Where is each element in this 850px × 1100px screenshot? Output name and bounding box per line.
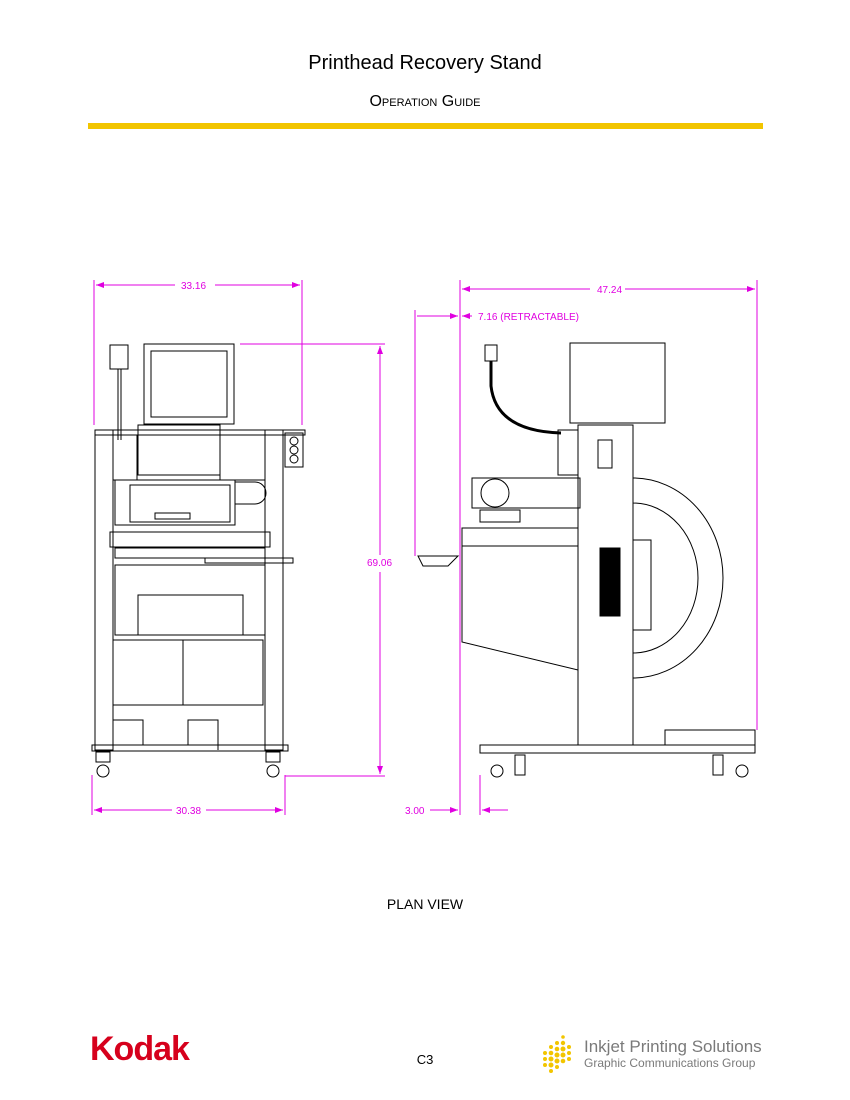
dim-height: 69.06 xyxy=(367,558,392,569)
brand-line-2: Graphic Communications Group xyxy=(584,1056,756,1070)
page-title: Printhead Recovery Stand xyxy=(308,52,542,74)
front-view xyxy=(91,343,306,778)
brand-line-1: Inkjet Printing Solutions xyxy=(584,1037,762,1056)
dim-width-base: 30.38 xyxy=(176,806,201,817)
dim-retractable: 7.16 (RETRACTABLE) xyxy=(478,312,579,323)
page-subtitle: Operation Guide xyxy=(369,93,481,110)
inkjet-solutions-logo: Inkjet Printing Solutions Graphic Commun… xyxy=(540,1033,762,1082)
kodak-logo: Kodak xyxy=(90,1030,190,1068)
side-view-dimensions xyxy=(414,280,758,815)
dim-width-top: 33.16 xyxy=(181,281,206,292)
header-rule xyxy=(88,123,763,129)
page-number: C3 xyxy=(416,1052,434,1067)
dim-depth: 47.24 xyxy=(597,285,622,296)
dim-offset: 3.00 xyxy=(405,806,425,817)
side-view xyxy=(417,342,756,778)
figure-caption: PLAN VIEW xyxy=(386,896,464,912)
front-view-dimensions xyxy=(91,280,385,815)
dot-matrix-logo-icon xyxy=(543,1035,571,1073)
